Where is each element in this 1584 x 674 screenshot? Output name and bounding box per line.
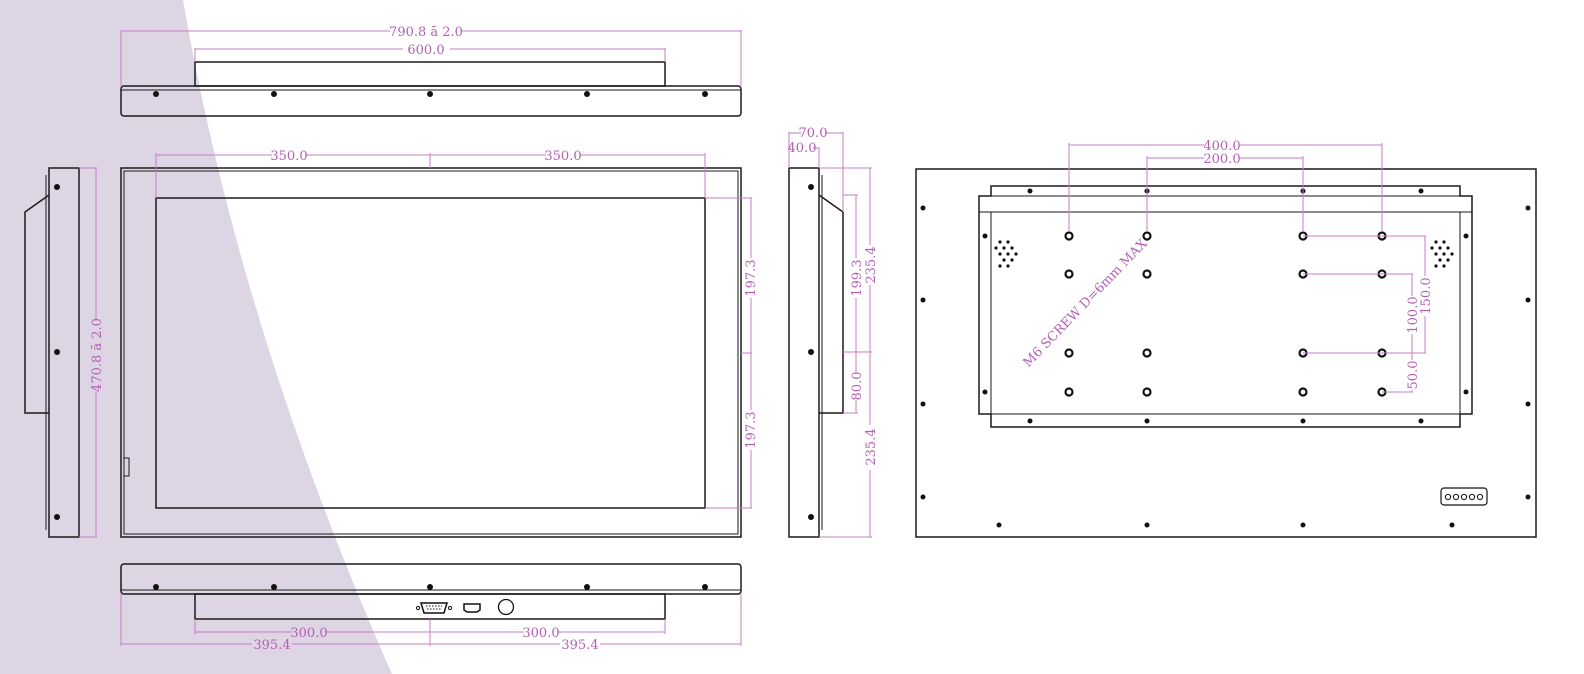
- display-area: [155, 197, 706, 509]
- dim-side-lower-inner: 80.0: [850, 372, 865, 401]
- bottom-view: 300.0 300.0 395.4 395.4: [120, 563, 742, 653]
- dim-front-half-left: 350.0: [270, 149, 307, 164]
- top-view-screws: [153, 91, 708, 97]
- dim-front-lower-half: 197.3: [744, 411, 759, 448]
- bottom-view-screws: [153, 584, 708, 590]
- hdmi-port-icon: [463, 603, 481, 613]
- dim-vesa-v100: 100.0: [1406, 296, 1421, 333]
- dim-vesa-inner: 200.0: [1203, 152, 1240, 167]
- dim-height-overall: 470.8 ā 2.0: [90, 318, 105, 392]
- screw-spec-note: M6 SCREW D=6mm MAX: [1020, 236, 1151, 370]
- vga-port-icon: [415, 602, 453, 614]
- speaker-grille-left: [994, 240, 1018, 268]
- dim-top-panel-width: 600.0: [407, 43, 444, 58]
- dim-side-upper-inner: 199.3: [850, 259, 865, 296]
- vesa-mount-holes: [1064, 231, 1387, 397]
- dim-bottom-outer-right: 395.4: [561, 638, 598, 653]
- background-shape: [0, 0, 392, 674]
- right-side-view: 70.0 40.0 199.3 235.4 80.0 235.4: [788, 126, 879, 538]
- speaker-grille-right: [1430, 240, 1454, 268]
- dim-top-overall-width: 790.8 ā 2.0: [389, 25, 463, 40]
- dim-bottom-outer-left: 395.4: [253, 638, 290, 653]
- dim-vesa-outer: 400.0: [1203, 139, 1240, 154]
- front-view: 350.0 350.0 197.3 197.3: [120, 149, 759, 538]
- dim-vesa-v150: 150.0: [1419, 277, 1434, 314]
- dim-front-half-right: 350.0: [544, 149, 581, 164]
- dim-vesa-v50: 50.0: [1406, 361, 1421, 390]
- rear-view-screws: [920, 188, 1531, 528]
- dim-side-depth-outer: 70.0: [799, 126, 828, 141]
- left-side-view: 470.8 ā 2.0: [24, 167, 130, 538]
- power-button-icon: [497, 598, 515, 616]
- dim-bottom-inner-right: 300.0: [522, 626, 559, 641]
- dim-side-depth-inner: 40.0: [788, 141, 817, 156]
- top-view: 790.8 ā 2.0 600.0: [120, 25, 742, 117]
- dim-bottom-inner-left: 300.0: [290, 626, 327, 641]
- osd-buttons-icon: [1440, 487, 1488, 506]
- dim-front-upper-half: 197.3: [744, 259, 759, 296]
- dim-side-upper-outer: 235.4: [864, 246, 879, 283]
- dim-side-lower-outer: 235.4: [864, 428, 879, 465]
- rear-view: 400.0 200.0 150.0 100.0 50.0 M6 SCREW D=…: [915, 139, 1537, 538]
